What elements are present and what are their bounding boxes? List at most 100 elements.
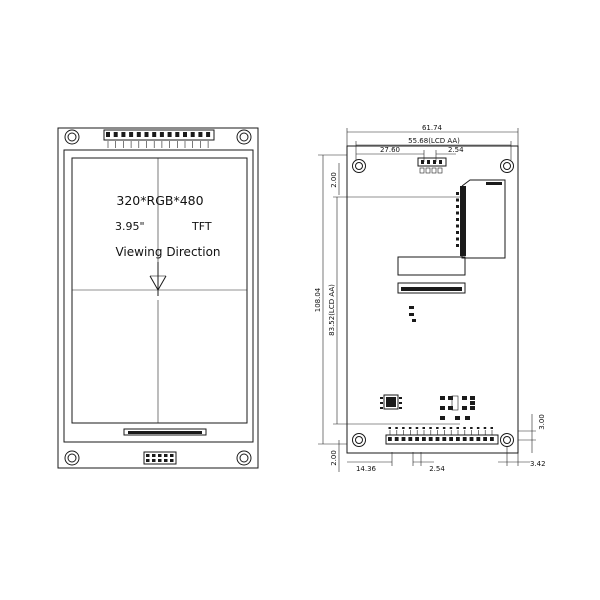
size-label: 3.95" — [115, 220, 145, 233]
header-pin — [428, 437, 433, 441]
dim-top-offset: 2.00 — [330, 172, 338, 188]
back-pcb-outline — [346, 145, 519, 454]
pin-marker — [442, 427, 446, 429]
header-pin — [442, 437, 447, 441]
header-pin — [158, 454, 162, 457]
header-pin — [388, 437, 392, 441]
header-pin — [462, 437, 467, 441]
sd-pad — [456, 224, 459, 228]
smd-component — [440, 396, 445, 400]
header-pin — [121, 132, 126, 137]
pin-marker — [402, 427, 405, 429]
dim-pitch-bottom: 2.54 — [429, 465, 445, 473]
header-pin — [129, 132, 134, 137]
front-active-area — [71, 157, 248, 424]
header-pin — [175, 132, 180, 137]
dimension-lines — [318, 128, 536, 472]
front-mount-hole-br — [236, 450, 252, 466]
header-pin — [146, 454, 150, 457]
back-mount-hole-tl — [352, 159, 366, 173]
dim-lcd-aa-width: 55.68(LCD AA) — [408, 137, 460, 145]
smd-component — [440, 406, 445, 410]
smd-component — [470, 396, 475, 400]
sd-pad — [456, 198, 459, 202]
pin-marker — [388, 427, 391, 429]
header-pin — [198, 132, 203, 137]
smd-outline — [451, 395, 459, 411]
smd-component — [470, 406, 475, 410]
pin-marker — [483, 427, 487, 429]
front-mount-hole-tl — [64, 129, 80, 145]
smd-component — [462, 406, 467, 410]
dim-pitch-top: 2.54 — [448, 146, 464, 154]
viewing-direction-arrow — [149, 262, 167, 296]
pin-marker — [415, 427, 419, 429]
dim-bottom-left: 14.36 — [356, 465, 377, 473]
back-mount-hole-bl — [352, 433, 366, 447]
header-pin — [113, 132, 118, 137]
back-top-header — [417, 157, 447, 174]
pin-marker — [429, 427, 432, 429]
pin-marker — [470, 427, 473, 429]
smd-component — [448, 396, 453, 400]
dim-bottom-right: 3.42 — [530, 460, 546, 468]
pin-marker — [456, 427, 459, 429]
front-mount-hole-tr — [236, 129, 252, 145]
pin-marker — [490, 427, 493, 429]
resolution-label: 320*RGB*480 — [116, 193, 203, 208]
header-pin — [146, 459, 150, 462]
pin-marker — [476, 427, 480, 429]
front-fpc-connector — [123, 428, 207, 436]
back-mount-hole-tr — [500, 159, 514, 173]
dim-right-hole: 3.00 — [538, 414, 546, 430]
smd-component — [448, 406, 453, 410]
header-pin — [167, 132, 172, 137]
pin-marker — [449, 427, 453, 429]
header-pin — [106, 132, 110, 137]
header-body — [143, 451, 177, 465]
smd-component — [465, 416, 470, 420]
viewing-direction-label: Viewing Direction — [115, 245, 220, 259]
front-pcb-outline — [57, 127, 259, 469]
sd-pad — [456, 192, 459, 195]
header-pin — [469, 437, 474, 441]
header-pin — [152, 454, 156, 457]
smd-component — [440, 416, 445, 420]
header-pin — [158, 459, 162, 462]
header-pin — [408, 437, 413, 441]
smd-component — [462, 396, 467, 400]
sd-pad — [456, 205, 459, 208]
back-component-cluster — [440, 395, 475, 420]
header-pin — [483, 437, 487, 441]
front-bottom-header — [143, 451, 177, 465]
dim-lcd-aa-height: 83.52(LCD AA) — [328, 284, 336, 336]
dim-offset-x: 27.60 — [380, 146, 400, 154]
header-pin — [206, 132, 211, 137]
back-view: 61.74 55.68(LCD AA) 27.60 2.54 2.00 108.… — [314, 124, 546, 473]
header-pin — [435, 437, 440, 441]
front-fpc-pads — [128, 431, 202, 434]
sd-card-slot — [460, 179, 506, 259]
front-view: 320*RGB*480 3.95" TFT Viewing Direction — [57, 127, 259, 469]
header-pin — [170, 459, 174, 462]
back-small-components — [380, 306, 416, 410]
header-pin — [456, 437, 460, 441]
header-pin — [422, 437, 426, 441]
header-pin — [476, 437, 481, 441]
front-top-header — [103, 129, 215, 148]
sd-pad — [456, 244, 459, 247]
header-pin — [152, 459, 156, 462]
dim-height: 108.04 — [314, 287, 322, 312]
header-body — [385, 434, 499, 445]
tech-label: TFT — [191, 220, 212, 233]
dim-bottom-offset: 2.00 — [330, 450, 338, 466]
back-bottom-header — [385, 427, 499, 445]
header-body — [103, 129, 215, 141]
front-mount-hole-bl — [64, 450, 80, 466]
smd-component — [455, 416, 460, 420]
header-pin — [170, 454, 174, 457]
header-pin — [490, 437, 494, 441]
pin-marker — [436, 427, 439, 429]
pin-marker — [395, 427, 398, 429]
